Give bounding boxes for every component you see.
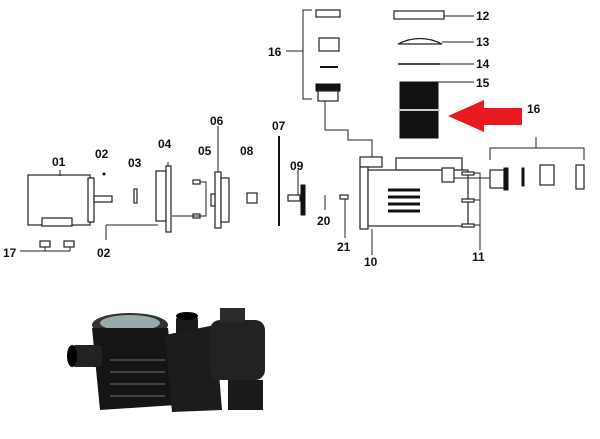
label-21: 21 [337,240,351,254]
part-10-pump-body [324,94,469,255]
label-03: 03 [128,156,142,170]
label-02a: 02 [95,147,109,161]
label-13: 13 [476,35,490,49]
label-11: 11 [472,250,485,264]
label-01: 01 [52,155,66,169]
part-02-screws [102,172,158,240]
label-20: 20 [317,214,331,228]
label-17: 17 [3,246,17,260]
label-02b: 02 [97,246,111,260]
part-12-lid-ring [393,10,474,20]
part-04-bracket [155,162,172,233]
label-10: 10 [364,255,378,269]
part-15-strainer-basket [398,81,474,139]
pump-product-photo [67,308,265,412]
part-11-bolts [454,171,490,250]
part-01-motor [27,170,113,227]
label-08: 08 [240,144,254,158]
label-16a: 16 [268,45,282,59]
highlight-arrow-icon [448,100,522,132]
label-06: 06 [210,114,224,128]
part-16-union-left [286,9,341,102]
part-08-seal [246,192,258,204]
label-05: 05 [198,144,212,158]
part-03-key [133,188,138,204]
part-17-feet [20,240,75,252]
label-07: 07 [272,119,286,133]
part-21-drain-plug [339,194,349,238]
label-04: 04 [158,137,172,151]
label-09: 09 [290,159,304,173]
part-09-impeller [287,170,306,216]
label-16b: 16 [527,102,541,116]
label-14: 14 [476,57,490,71]
part-06-seal-plate [210,126,230,229]
label-12: 12 [476,9,490,23]
part-16-union-right [489,137,585,191]
part-13-lid [397,37,474,45]
label-15: 15 [476,76,490,90]
part-05-bolts [172,179,207,219]
